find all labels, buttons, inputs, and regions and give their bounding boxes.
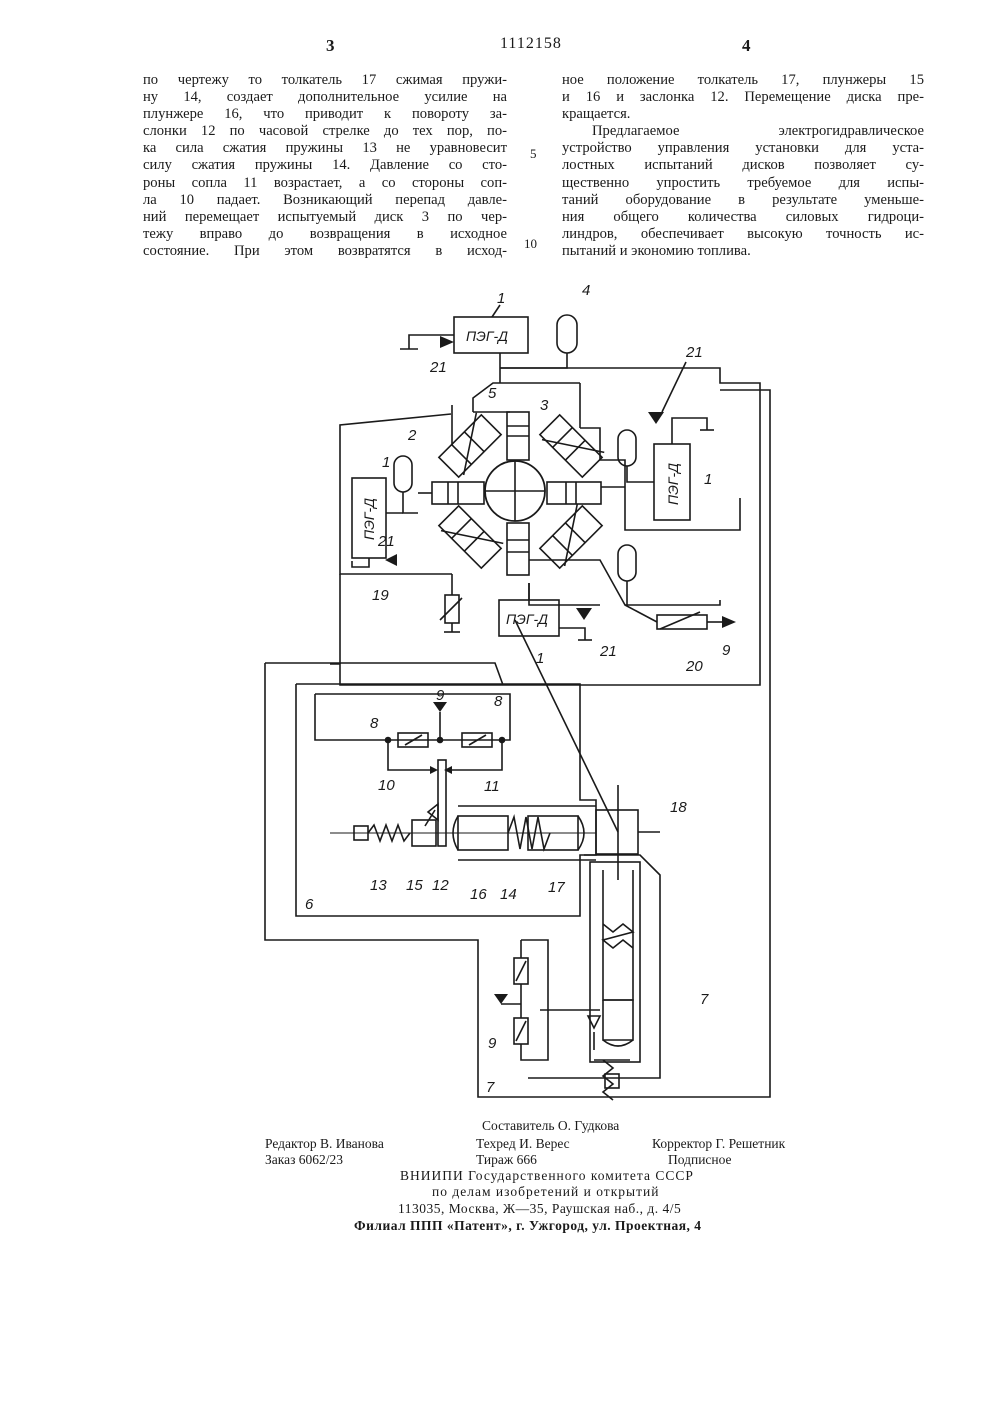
label-3: 3 — [540, 397, 549, 414]
converter-label: ПЭГ-Д — [466, 328, 508, 344]
cylinder-top — [507, 412, 529, 460]
diagram-labels: 1 4 21 21 5 3 2 1 1 21 19 21 1 20 9 9 8 … — [305, 282, 731, 1096]
converter-label: ПЭГ-Д — [361, 498, 377, 540]
accumulator-4 — [500, 315, 577, 368]
servo-block-7 — [494, 855, 660, 1100]
imprint-order: Заказ 6062/23 — [265, 1152, 343, 1168]
imprint-circulation: Тираж 666 — [476, 1152, 537, 1168]
converter-unit-right: ПЭГ-Д — [618, 362, 714, 520]
label-13: 13 — [370, 877, 387, 894]
label-2: 2 — [407, 427, 417, 444]
label-8: 8 — [370, 715, 379, 732]
label-8: 8 — [494, 693, 503, 710]
converter-label: ПЭГ-Д — [665, 463, 681, 505]
converter-label: ПЭГ-Д — [506, 611, 548, 627]
label-16: 16 — [470, 886, 487, 903]
label-21: 21 — [599, 643, 617, 660]
label-19: 19 — [372, 587, 389, 604]
label-21: 21 — [377, 533, 395, 550]
label-9: 9 — [488, 1035, 497, 1052]
imprint-techred: Техред И. Верес — [476, 1136, 570, 1152]
label-15: 15 — [406, 877, 423, 894]
label-7: 7 — [700, 991, 709, 1008]
imprint-branch: Филиал ППП «Патент», г. Ужгород, ул. Про… — [354, 1218, 702, 1234]
converter-unit-bottom: ПЭГ-Д — [499, 583, 592, 640]
servo-valve-upper-left — [435, 411, 502, 478]
label-14: 14 — [500, 886, 517, 903]
label-1: 1 — [497, 290, 505, 307]
imprint-org-dept: по делам изобретений и открытий — [432, 1184, 659, 1200]
imprint-editor: Редактор В. Иванова — [265, 1136, 384, 1152]
label-20: 20 — [685, 658, 703, 675]
label-12: 12 — [432, 877, 449, 894]
label-1: 1 — [704, 471, 712, 488]
imprint-org: ВНИИПИ Государственного комитета СССР — [400, 1168, 694, 1184]
label-1: 1 — [382, 454, 390, 471]
cylinder-bottom — [507, 523, 529, 575]
servo-valve-upper-right — [538, 411, 605, 478]
label-1: 1 — [536, 650, 544, 667]
converter-unit-top: ПЭГ-Д — [400, 305, 528, 383]
label-21: 21 — [685, 344, 703, 361]
label-7: 7 — [486, 1079, 495, 1096]
label-5: 5 — [488, 385, 497, 402]
converter-unit-left: ПЭГ-Д — [352, 456, 418, 567]
imprint-subscription: Подписное — [668, 1152, 732, 1168]
imprint-compiler: Составитель О. Гудкова — [482, 1118, 619, 1134]
cylinder-right — [547, 482, 601, 504]
imprint-corrector: Корректор Г. Решетник — [652, 1136, 785, 1152]
label-21: 21 — [429, 359, 447, 376]
label-18: 18 — [670, 799, 687, 816]
label-6: 6 — [305, 896, 314, 913]
label-4: 4 — [582, 282, 590, 299]
imprint-address: 113035, Москва, Ж—35, Раушская наб., д. … — [398, 1201, 681, 1217]
label-9: 9 — [436, 687, 445, 704]
label-9: 9 — [722, 642, 731, 659]
throttle-20 — [625, 605, 736, 629]
throttle-19 — [440, 574, 462, 632]
cylinder-left — [432, 482, 484, 504]
label-10: 10 — [378, 777, 395, 794]
label-17: 17 — [548, 879, 565, 896]
test-disk-3 — [485, 461, 545, 521]
label-11: 11 — [484, 778, 500, 795]
